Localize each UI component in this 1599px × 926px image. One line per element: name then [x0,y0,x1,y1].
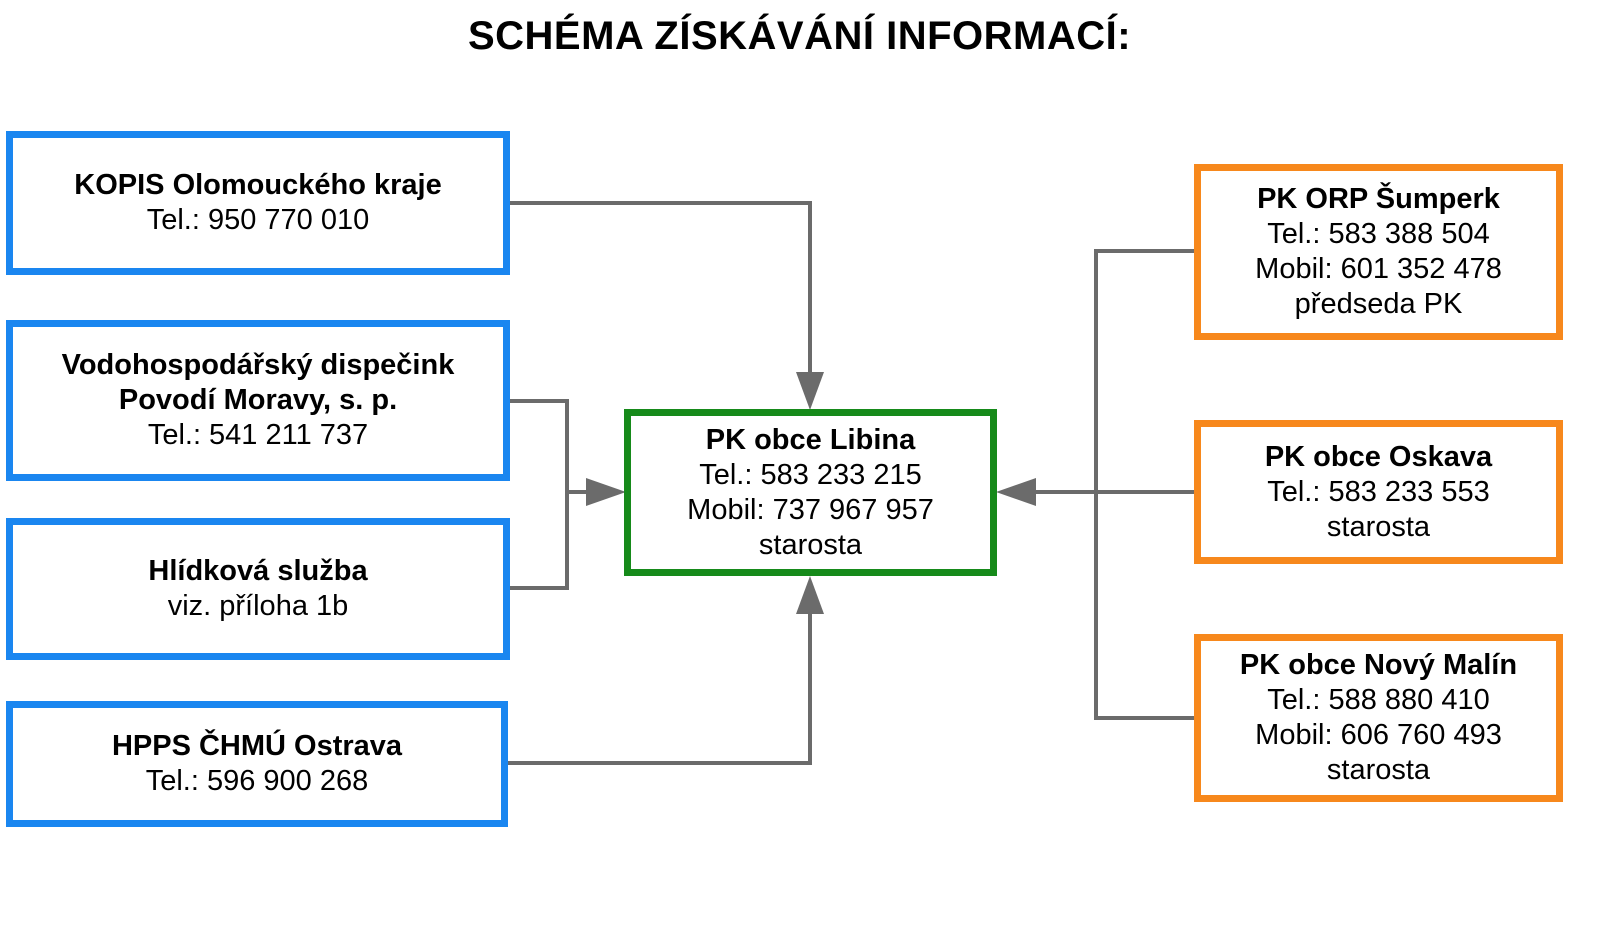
connector-vodohospodarsky [510,399,569,590]
box-orp-mobile: Mobil: 601 352 478 [1255,253,1502,285]
box-novy-malin: PK obce Nový Malín Tel.: 588 880 410 Mob… [1194,634,1563,802]
arrowhead-right [996,478,1036,506]
arrowhead-bottom [796,576,824,614]
box-vodohospodarsky: Vodohospodářský dispečink Povodí Moravy,… [6,320,510,481]
box-vodohospodarsky-name-2: Povodí Moravy, s. p. [118,384,398,416]
box-novy-malin-name: PK obce Nový Malín [1239,649,1518,681]
box-center-phone: Tel.: 583 233 215 [699,458,922,491]
connector-hpps [508,608,812,765]
box-hlidkova-name: Hlídková služba [148,555,368,587]
box-kopis-phone: Tel.: 950 770 010 [146,204,370,236]
box-vodohospodarsky-name-1: Vodohospodářský dispečink [61,349,455,381]
box-hpps: HPPS ČHMÚ Ostrava Tel.: 596 900 268 [6,701,508,827]
box-center-name: PK obce Libina [705,423,916,456]
box-oskava-phone: Tel.: 583 233 553 [1267,475,1490,508]
box-hlidkova-sluzba: Hlídková služba viz. příloha 1b [6,518,510,660]
box-orp-sumperk: PK ORP Šumperk Tel.: 583 388 504 Mobil: … [1194,164,1563,340]
box-center-mobile: Mobil: 737 967 957 [687,493,934,526]
box-vodohospodarsky-phone: Tel.: 541 211 737 [147,419,369,451]
box-oskava: PK obce Oskava Tel.: 583 233 553 starost… [1194,420,1563,564]
box-orp-role: předseda PK [1294,288,1463,320]
box-center-role: starosta [758,528,863,561]
box-novy-malin-mobile: Mobil: 606 760 493 [1255,719,1502,751]
connector-right-bus [1094,249,1196,720]
arrowhead-left [586,478,626,506]
box-novy-malin-phone: Tel.: 588 880 410 [1267,684,1490,716]
box-orp-phone: Tel.: 583 388 504 [1267,218,1490,250]
box-kopis-name: KOPIS Olomouckého kraje [74,169,442,201]
arrowhead-top [796,372,824,410]
box-hlidkova-note: viz. příloha 1b [167,590,349,622]
box-hpps-name: HPPS ČHMÚ Ostrava [111,730,403,762]
box-orp-name: PK ORP Šumperk [1257,183,1500,215]
box-hpps-phone: Tel.: 596 900 268 [145,765,369,797]
box-novy-malin-role: starosta [1326,754,1431,786]
connector-kopis [510,201,812,378]
diagram-title: SCHÉMA ZÍSKÁVÁNÍ INFORMACÍ: [467,14,1132,58]
box-kopis: KOPIS Olomouckého kraje Tel.: 950 770 01… [6,131,510,275]
box-center-libina: PK obce Libina Tel.: 583 233 215 Mobil: … [624,409,997,576]
box-oskava-role: starosta [1326,510,1431,543]
box-oskava-name: PK obce Oskava [1264,440,1493,473]
